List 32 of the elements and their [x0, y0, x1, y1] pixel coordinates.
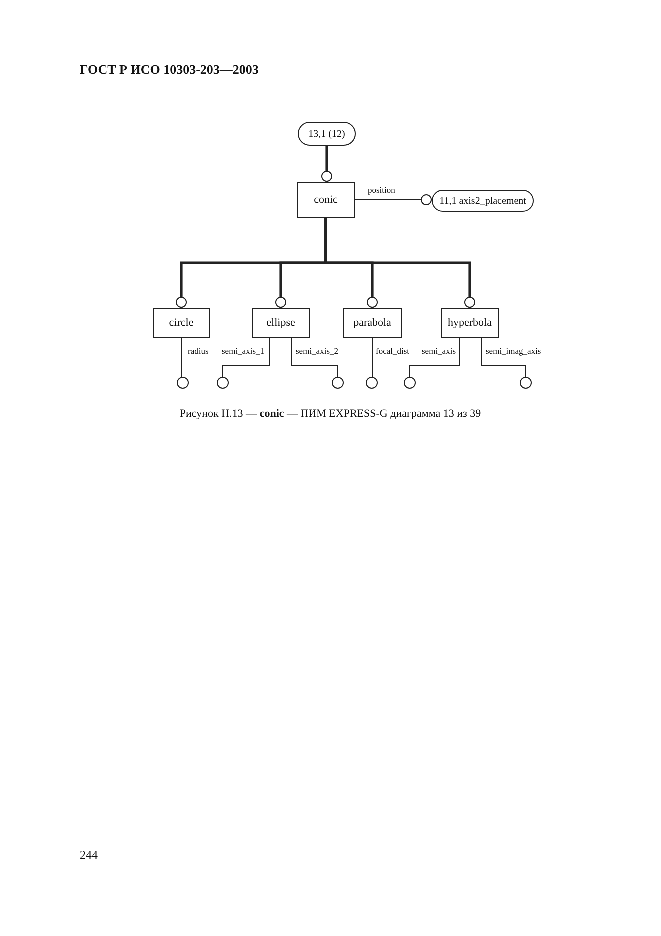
edge-label: position	[368, 186, 396, 194]
entity-box: parabola	[343, 308, 402, 338]
relationship-line	[181, 338, 182, 378]
entity-box: circle	[153, 308, 210, 338]
entity-box: ellipse	[252, 308, 310, 338]
circle-symbol	[217, 377, 229, 389]
edge-label: radius	[188, 347, 209, 356]
relationship-line	[222, 338, 270, 378]
edge-label: semi_axis	[422, 347, 456, 356]
page-number: 244	[80, 848, 98, 863]
thick-connector	[324, 218, 476, 308]
relationship-line	[292, 338, 338, 378]
figure-caption: Рисунок Н.13 — conic — ПИМ EXPRESS-G диаграмма 13 из 39	[178, 408, 482, 420]
circle-symbol	[520, 377, 532, 389]
page-header: ГОСТ Р ИСО 10303-203—2003	[80, 62, 259, 78]
relationship-line	[482, 338, 526, 378]
circle-symbol	[366, 377, 378, 389]
circle-symbol	[332, 377, 344, 389]
edge-label: semi_imag_axis	[486, 347, 542, 356]
edge-label: semi_axis_2	[296, 347, 338, 356]
entity-box: conic	[297, 182, 355, 218]
circle-symbol	[404, 377, 416, 389]
thick-connector	[322, 146, 332, 182]
relationship-line	[354, 194, 432, 206]
circle-symbol	[177, 377, 189, 389]
relationship-line	[410, 338, 460, 378]
entity-box: hyperbola	[441, 308, 499, 338]
relationship-line	[372, 338, 373, 378]
edge-label: focal_dist	[376, 347, 410, 356]
page-reference-box: 13,1 (12)	[298, 122, 356, 146]
edge-label: semi_axis_1	[222, 347, 264, 356]
page-reference-box: 11,1 axis2_placement	[432, 190, 534, 212]
